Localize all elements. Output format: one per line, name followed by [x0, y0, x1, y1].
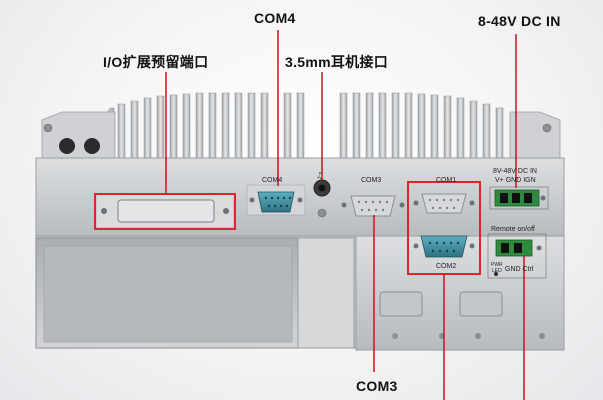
com1-port	[413, 193, 475, 214]
audio-jack	[313, 179, 331, 218]
screw-icon	[43, 123, 53, 133]
pwr-led-icon	[494, 272, 498, 276]
com4-silkscreen: COM4	[262, 177, 283, 184]
dc-in-silkscreen: 8V-48V DC IN	[493, 168, 537, 175]
drive-bay	[35, 237, 355, 349]
screw-icon	[223, 208, 229, 214]
callout-lines	[165, 30, 525, 400]
power-label: 8-48V DC IN	[478, 13, 561, 29]
remote-terminal	[487, 233, 547, 279]
com4-port	[246, 184, 306, 216]
dc-in-terminal	[489, 186, 549, 210]
antenna-hole-icon	[59, 138, 75, 154]
com3-silkscreen: COM3	[361, 177, 382, 184]
dc-pins-silkscreen: V+ GND IGN	[495, 177, 536, 184]
com1-silkscreen: COM1	[436, 177, 457, 184]
headphone-icon: ♫	[316, 171, 323, 180]
io-expansion-highlight	[94, 193, 236, 230]
com3-port	[341, 195, 405, 217]
screw-icon	[542, 123, 552, 133]
com4-label: COM4	[254, 10, 296, 26]
led-silkscreen: LED	[492, 268, 502, 274]
screw-icon	[317, 208, 327, 218]
gnd-ctrl-silkscreen: GND Ctrl	[505, 266, 534, 273]
com3-label: COM3	[356, 378, 398, 394]
heatsink-fins	[94, 92, 504, 161]
com2-port	[413, 235, 475, 258]
pwr-silkscreen: PWR	[491, 262, 503, 268]
screw-icon	[101, 208, 107, 214]
io-expansion-label: I/O扩展预留端口	[103, 54, 209, 70]
io-expansion-port	[95, 193, 235, 229]
remote-silkscreen: Remote on/off	[491, 226, 535, 233]
knockout-ports	[379, 291, 545, 339]
antenna-hole-icon	[84, 138, 100, 154]
com2-silkscreen: COM2	[436, 263, 457, 270]
audio-label: 3.5mm耳机接口	[285, 54, 389, 70]
